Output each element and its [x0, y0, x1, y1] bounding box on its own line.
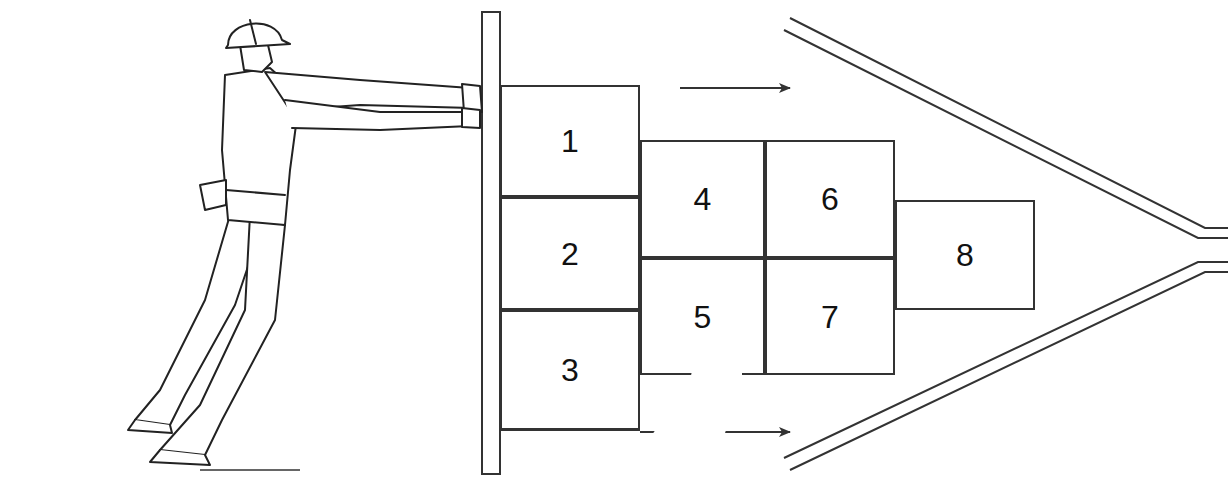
numbered-block: 2	[500, 197, 640, 310]
motion-arrow	[680, 87, 790, 89]
worker-figure	[128, 20, 482, 465]
numbered-block: 6	[765, 140, 895, 258]
block-number: 4	[694, 183, 712, 215]
numbered-block: 8	[895, 200, 1035, 310]
break-cut	[645, 335, 742, 480]
numbered-block: 4	[640, 140, 765, 258]
numbered-block: 7	[765, 258, 895, 375]
block-number: 1	[561, 125, 579, 157]
numbered-block: 3	[500, 310, 640, 430]
ground-line	[200, 469, 300, 471]
block-number: 2	[561, 238, 579, 270]
motion-arrow	[640, 431, 790, 433]
piston-plate	[482, 12, 500, 474]
numbered-block: 1	[500, 85, 640, 197]
block-number: 7	[821, 301, 839, 333]
block-number: 5	[694, 301, 712, 333]
block-number: 3	[561, 354, 579, 386]
block-number: 6	[821, 183, 839, 215]
numbered-block: 5	[640, 258, 765, 375]
funnel-wall	[784, 18, 1228, 470]
block-number: 8	[956, 239, 974, 271]
